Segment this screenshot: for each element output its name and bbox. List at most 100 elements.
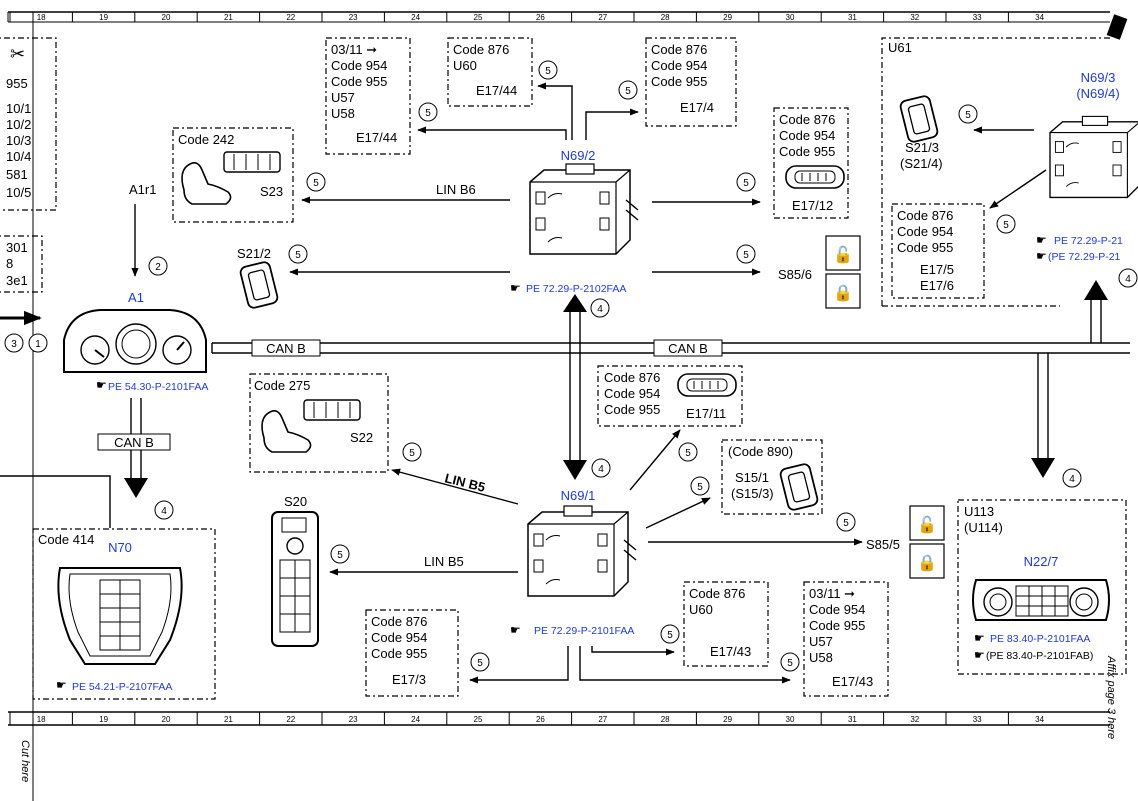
box-line: U57 [809, 634, 833, 649]
edge-label: 581 [6, 167, 28, 182]
edge-label: 3e1 [6, 273, 28, 288]
ruler-top-label: 31 [848, 13, 857, 22]
box-line: 03/11 ➞ [809, 586, 855, 601]
box-e17-44: Code 876 U60 E17/44 [447, 37, 533, 107]
edge-label: 8 [6, 256, 13, 271]
corner-mark [1106, 14, 1128, 40]
reference-n22-7-alt: (PE 83.40-P-2101FAB) [986, 650, 1093, 662]
reference-n69-1: PE 72.29-P-2101FAA [534, 625, 634, 637]
s85-5-lock-switch: S85/5 🔓 🔒 [866, 505, 945, 579]
scissors-icon: ✂ [10, 44, 25, 64]
callout-5: 5 [409, 448, 415, 459]
box-line: Code 242 [178, 132, 234, 147]
box-line: 03/11 ➞ [331, 42, 377, 57]
lin-b5-label: LIN B5 [424, 554, 464, 569]
ruler-top-label: 29 [723, 13, 732, 22]
box-line: Code 955 [651, 74, 707, 89]
box-line: (Code 890) [728, 444, 793, 459]
reference-hand-icon: ☛ [974, 631, 985, 645]
left-edge-fragment: ✂ 955 10/1 10/2 10/3 10/4 581 10/5 301 8… [0, 37, 57, 353]
reference-n69-3: PE 72.29-P-21 [1054, 235, 1123, 247]
n69-2-door-module: N69/2 ☛ PE 72.29-P-2102FAA 4 LIN B6 5 5 … [288, 60, 761, 318]
box-e17-11: Code 876 Code 954 Code 955 E17/11 [597, 365, 743, 427]
ruler-top-label: 30 [786, 13, 795, 22]
ruler-top-label: 28 [661, 13, 670, 22]
box-line: U57 [331, 90, 355, 105]
ruler-top-label: 24 [411, 13, 420, 22]
box-code-414: Code 414 [38, 532, 94, 547]
unlock-icon: 🔓 [833, 245, 853, 264]
n22-7-label: N22/7 [1024, 554, 1059, 569]
box-line: Code 876 [897, 208, 953, 223]
ruler-bottom-label: 26 [536, 715, 545, 724]
ruler-top-label: 21 [224, 13, 233, 22]
reference-hand-icon: ☛ [96, 378, 107, 392]
n69-4-label: (N69/4) [1076, 86, 1119, 101]
ruler-bottom-label: 27 [598, 715, 607, 724]
edge-label: 955 [6, 76, 28, 91]
reference-hand-icon: ☛ [974, 648, 985, 662]
edge-label: 301 [6, 240, 28, 255]
can-b-label: CAN B [266, 341, 306, 356]
can-b-label: CAN B [668, 341, 708, 356]
n69-1-door-module: N69/1 ☛ PE 72.29-P-2101FAA 4 LIN B5 LIN … [329, 429, 863, 684]
s85-6-lock-switch: S85/6 🔓 🔒 [778, 235, 861, 309]
cut-here-note: Cut here [19, 740, 31, 782]
reference-n70: PE 54.21-P-2107FAA [72, 681, 172, 693]
ruler-top-label: 18 [37, 13, 46, 22]
callout-5: 5 [787, 658, 793, 669]
box-code-242: Code 242 S23 [172, 127, 294, 223]
s21-4-label: (S21/4) [900, 156, 943, 171]
callout-2: 2 [155, 262, 161, 273]
callout-4: 4 [1069, 474, 1075, 485]
ruler-bottom-label: 24 [411, 715, 420, 724]
reference-hand-icon: ☛ [510, 281, 521, 295]
reference-n69-2: PE 72.29-P-2102FAA [526, 283, 626, 295]
edge-label: 10/2 [6, 117, 31, 132]
s23-label: S23 [260, 184, 283, 199]
box-line: E17/12 [792, 198, 833, 213]
ruler-bottom-label: 32 [910, 715, 919, 724]
ruler-top-label: 19 [99, 13, 108, 22]
ruler-top-label: 34 [1035, 13, 1044, 22]
ruler-bottom-label: 29 [723, 715, 732, 724]
box-line: E17/44 [476, 83, 517, 98]
box-line: E17/43 [710, 644, 751, 659]
n70-overhead-panel: Code 414 N70 ☛ PE 54.21-P-2107FAA [32, 528, 216, 700]
s85-6-label: S85/6 [778, 267, 812, 282]
callout-5: 5 [295, 250, 301, 261]
box-line: E17/11 [686, 406, 726, 421]
box-e17-3: Code 876 Code 954 Code 955 E17/3 [365, 609, 459, 697]
callout-3: 3 [11, 339, 17, 350]
rocker-switch-icon [898, 94, 940, 144]
box-e17-44-variant: 03/11 ➞ Code 954 Code 955 U57 U58 E17/44 [325, 37, 411, 155]
box-line: U58 [331, 106, 355, 121]
s21-3-label: S21/3 [905, 140, 939, 155]
lin-b6-label: LIN B6 [436, 182, 476, 197]
callout-5: 5 [337, 550, 343, 561]
lamp-icon [677, 373, 737, 397]
box-line: Code 876 [651, 42, 707, 57]
ruler-top-label: 22 [286, 13, 295, 22]
lamp-icon [785, 165, 845, 189]
ruler-bottom-label: 25 [474, 715, 483, 724]
box-line: Code 954 [779, 128, 835, 143]
n69-3-label: N69/3 [1081, 70, 1116, 85]
reference-n22-7: PE 83.40-P-2101FAA [990, 633, 1090, 645]
box-line: Code 955 [371, 646, 427, 661]
box-line: Code 955 [809, 618, 865, 633]
lock-icon: 🔒 [917, 554, 937, 572]
ruler-bottom-label: 21 [224, 715, 233, 724]
box-line: U58 [809, 650, 833, 665]
box-line: E17/44 [356, 130, 397, 145]
callout-5: 5 [425, 108, 431, 119]
box-line: Code 955 [779, 144, 835, 159]
reference-hand-icon: ☛ [56, 678, 67, 692]
box-line: Code 876 [371, 614, 427, 629]
u61-group: U61 S21/3 (S21/4) 5 5 N69/3 (N69/4) ☛ PE… [881, 37, 1138, 307]
box-line: Code 955 [331, 74, 387, 89]
edge-label: 10/3 [6, 133, 31, 148]
s85-5-label: S85/5 [866, 537, 900, 552]
s20-window-switch: S20 [271, 494, 319, 647]
